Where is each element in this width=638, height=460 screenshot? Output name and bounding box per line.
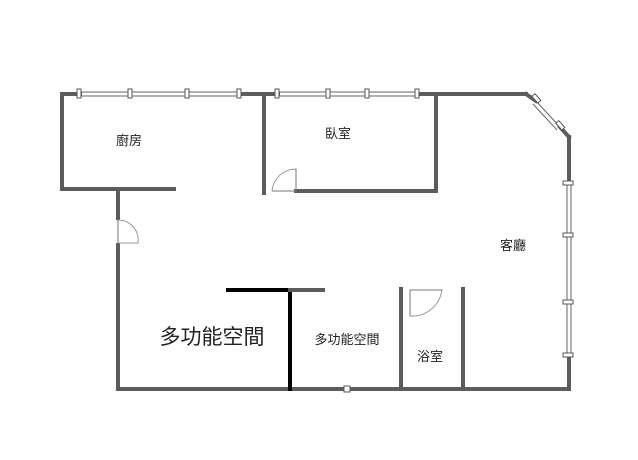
bedroom-label: 臥室 [325, 126, 351, 142]
kitchen-label: 廚房 [116, 133, 142, 149]
multi-room-small-label: 多功能空間 [314, 332, 379, 348]
window-ticks [76, 88, 574, 393]
diagonal-window [532, 100, 561, 131]
kitchen-door [117, 219, 139, 244]
right-window [566, 183, 572, 355]
bathroom-label: 浴室 [417, 349, 443, 365]
bathroom-door [409, 288, 443, 317]
top-window-right [278, 91, 418, 97]
kitchen-outer-wall [60, 92, 82, 191]
multi-room-large-label: 多功能空間 [160, 325, 265, 349]
living-room-label: 客廳 [500, 238, 526, 254]
bedroom-door [271, 168, 297, 192]
top-window-left [80, 91, 240, 97]
